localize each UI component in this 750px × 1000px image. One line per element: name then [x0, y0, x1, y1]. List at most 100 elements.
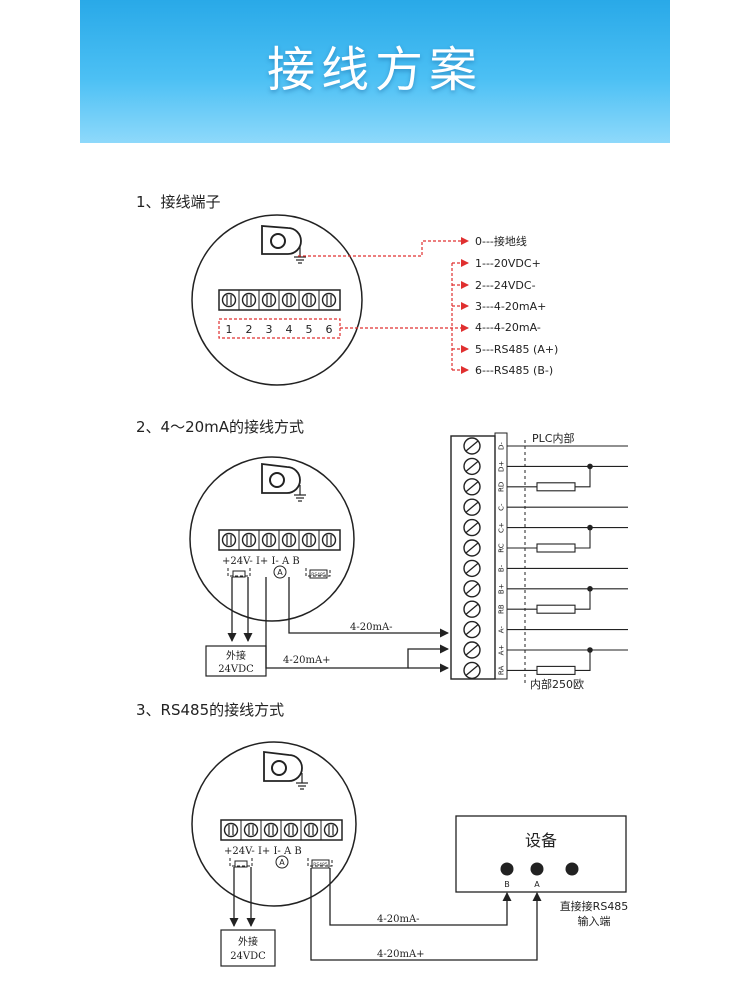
plc-pin-label: B- — [498, 564, 506, 572]
plc-screw — [463, 641, 481, 659]
section-3-title: 3、RS485的接线方式 — [136, 701, 285, 719]
terminal-symbols: A RS485 — [227, 565, 331, 579]
terminal-number: 4 — [286, 323, 293, 336]
terminal-number: 5 — [306, 323, 313, 336]
port-b-label: B — [504, 880, 510, 889]
terminal-screw — [323, 822, 339, 838]
ammeter-label: A — [277, 568, 283, 577]
plc-pin-label: C+ — [498, 522, 506, 533]
resistor-250-ohm — [536, 543, 576, 553]
supply-voltage: 24VDC — [218, 664, 254, 675]
terminal-screw — [301, 532, 317, 548]
plc-pin-label: RD — [498, 482, 506, 492]
legend-item: 0---接地线 — [475, 234, 527, 248]
terminal-number: 1 — [226, 323, 233, 336]
resistor-250-ohm — [536, 604, 576, 614]
terminal-symbols: A RS485 — [229, 855, 333, 869]
plc-pin-label: D+ — [498, 461, 506, 472]
wire-label-plus: 4-20mA+ — [283, 655, 331, 666]
supply-voltage: 24VDC — [230, 951, 266, 962]
terminal-number: 3 — [266, 323, 273, 336]
external-24vdc-supply — [220, 929, 276, 967]
plc-pin-label: A+ — [498, 645, 506, 656]
terminal-number-box — [218, 318, 341, 339]
plc-channel — [507, 506, 628, 553]
terminal-screw — [321, 292, 337, 308]
ground-icon — [263, 750, 308, 790]
ammeter-label: A — [279, 858, 285, 867]
plc-pin-label: RC — [498, 543, 506, 553]
signal-wires — [265, 577, 449, 673]
sensor-housing-2 — [189, 456, 355, 622]
resistor-250-ohm — [536, 482, 576, 492]
terminal-screw — [223, 822, 239, 838]
supply-wires — [229, 867, 256, 927]
internal-resistor-label: 内部250欧 — [530, 677, 584, 691]
device-note-line2: 输入端 — [578, 914, 611, 928]
legend-item: 5---RS485 (A+) — [475, 343, 558, 356]
sensor-housing-1 — [191, 214, 363, 386]
terminal-screw — [241, 532, 257, 548]
terminal-screw — [281, 532, 297, 548]
terminal-block-1 — [218, 289, 341, 311]
plc-label: PLC内部 — [532, 431, 574, 445]
sensor-housing-3 — [191, 741, 357, 907]
supply-wires — [227, 577, 253, 642]
plc-screw — [463, 478, 481, 496]
plc-screw — [463, 539, 481, 557]
legend-item: 6---RS485 (B-) — [475, 364, 553, 377]
device-port-a — [530, 862, 544, 876]
supply-label: 外接 — [226, 649, 246, 662]
legend-item: 3---4-20mA+ — [475, 300, 546, 313]
terminal-screw — [301, 292, 317, 308]
device-note-line1: 直接接RS485 — [560, 899, 629, 913]
terminal-screw — [263, 822, 279, 838]
terminal-number: 6 — [326, 323, 333, 336]
terminal-screw — [221, 532, 237, 548]
banner-title: 接线方案 — [266, 42, 483, 98]
plc-pin-label: RA — [498, 666, 506, 676]
terminal-screw — [261, 532, 277, 548]
legend-item: 1---20VDC+ — [475, 257, 541, 270]
device-port-extra — [565, 862, 579, 876]
terminal-screw — [283, 822, 299, 838]
section-3-diagram: +24V- I+ I- A B A RS485 外接 24VDC 4-20mA-… — [191, 741, 629, 967]
plc-screw — [463, 498, 481, 516]
terminal-screw — [303, 822, 319, 838]
plc-pin-label: A- — [498, 626, 506, 634]
plc-screw — [463, 559, 481, 578]
wire-label-minus: 4-20mA- — [350, 622, 393, 633]
device-title: 设备 — [525, 831, 557, 850]
wire-label-plus: 4-20mA+ — [377, 949, 425, 960]
section-2-diagram: +24V- I+ I- A B A RS485 外接 24VDC 4-20mA-… — [189, 431, 628, 691]
port-a-label: A — [534, 880, 540, 889]
plc-channel — [507, 629, 628, 675]
plc-pin-label: RB — [498, 604, 506, 614]
legend-item: 2---24VDC- — [475, 279, 536, 292]
plc-screw — [463, 580, 481, 598]
legend-item: 4---4-20mA- — [475, 321, 541, 334]
device-port-b — [500, 862, 514, 876]
plc-screw — [463, 457, 481, 476]
plc-screw — [463, 437, 481, 455]
plc-screw — [463, 600, 481, 618]
terminal-block-2 — [218, 529, 341, 551]
terminal-screw — [241, 292, 257, 308]
plc-terminal-strip: D-D+RDC-C+RCB-B+RBA-A+RA — [450, 432, 508, 680]
terminal-screw — [321, 532, 337, 548]
terminal-screw — [221, 292, 237, 308]
terminal-labels: +24V- I+ I- A B — [222, 556, 300, 567]
section-1-title: 1、接线端子 — [136, 193, 221, 211]
rs485-wires — [310, 868, 542, 961]
resistor-250-ohm — [536, 665, 576, 675]
plc-screw — [463, 620, 481, 639]
wire-label-minus: 4-20mA- — [377, 914, 420, 925]
terminal-screw — [261, 292, 277, 308]
terminal-screw — [243, 822, 259, 838]
plc-channel — [507, 445, 628, 492]
terminal-number: 2 — [246, 323, 253, 336]
section-2-title: 2、4～20mA的接线方式 — [136, 418, 305, 436]
plc-pin-label: D- — [498, 442, 506, 450]
